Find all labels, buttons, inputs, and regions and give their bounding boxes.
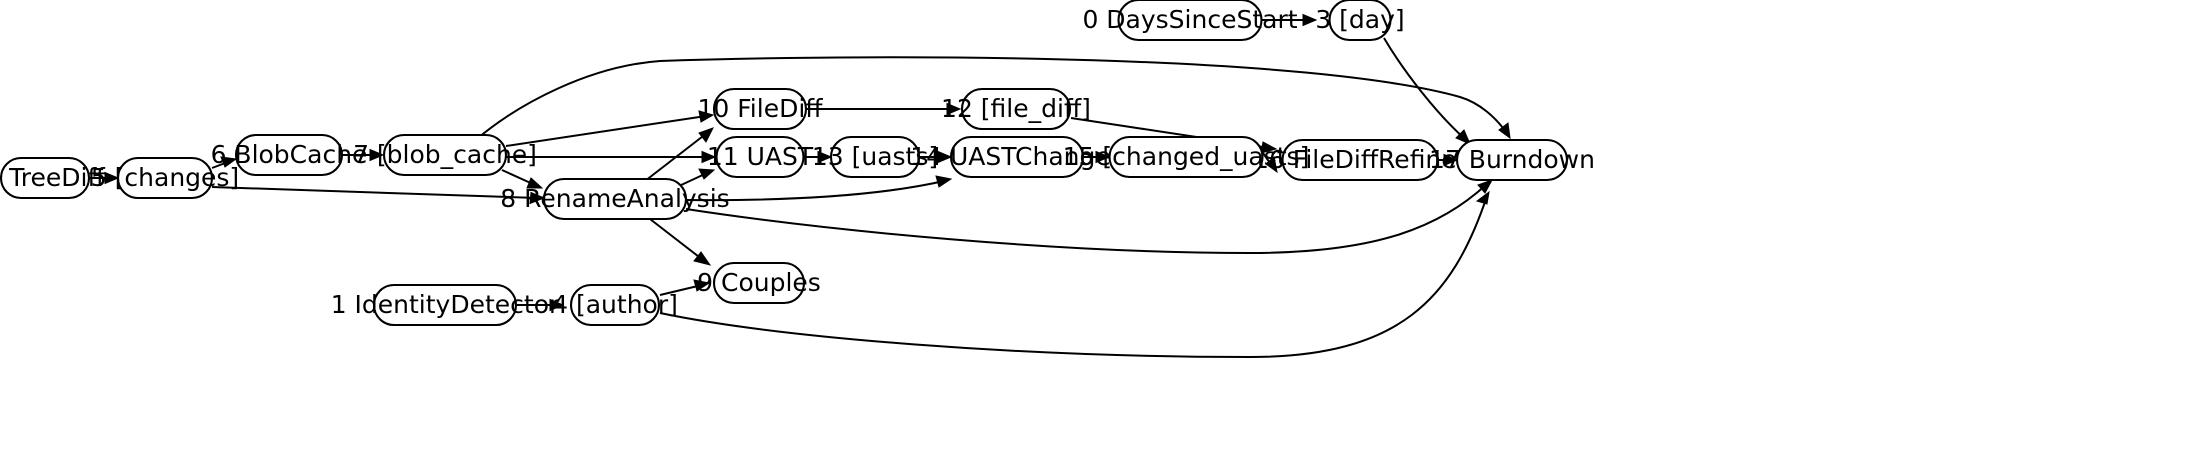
node-10-filediff[interactable]: 10 FileDiff (697, 87, 823, 131)
node-label: 11 UAST (707, 142, 814, 171)
node-17-burndown[interactable]: 17 Burndown (1429, 138, 1595, 182)
node-label: 14 UASTChanges (910, 142, 1124, 171)
node-0-dayssincestart[interactable]: 0 DaysSinceStart (1082, 0, 1298, 42)
node-label: 13 [uasts] (812, 142, 938, 171)
edge-0-to-3 (1261, 13, 1318, 27)
node-label: 0 DaysSinceStart (1082, 5, 1297, 34)
node-label: 10 FileDiff (697, 94, 823, 123)
node-label: 1 IdentityDetector (331, 290, 560, 319)
node-label: 17 Burndown (1429, 145, 1595, 174)
node-label: 3 [day] (1315, 5, 1404, 34)
node-7-blob-cache[interactable]: 7 [blob_cache] (353, 133, 537, 177)
edge-16-to-17 (1438, 153, 1459, 167)
node-1-identitydetector[interactable]: 1 IdentityDetector (331, 283, 560, 327)
nodes-layer: 0 DaysSinceStart 3 [day] 10 FileDiff 12 … (0, 0, 1595, 327)
node-label: 8 RenameAnalysis (500, 184, 729, 213)
edge-8-to-17 (685, 179, 1494, 255)
edge-7-to-10 (505, 110, 715, 147)
edge-15-to-16 (1262, 152, 1278, 174)
edge-8-to-10 (644, 127, 715, 182)
edge-11-to-13 (804, 150, 833, 164)
node-14-uastchanges[interactable]: 14 UASTChanges (910, 135, 1124, 179)
edge-10-to-12 (807, 102, 962, 116)
node-6-blobcache[interactable]: 6 BlobCache (211, 133, 368, 177)
edge-7-to-17 (477, 56, 1511, 140)
node-label: 5 [changes] (91, 163, 239, 192)
node-2-treediff[interactable]: 2 TreeDiff (0, 156, 105, 200)
edge-6-to-7 (342, 148, 385, 162)
node-label: 15 [changed_uasts] (1063, 142, 1310, 171)
node-5-changes[interactable]: 5 [changes] (91, 156, 239, 200)
edge-7-to-11 (506, 150, 717, 164)
edge-4-to-17 (659, 190, 1490, 359)
node-16-filediffrefiner[interactable]: 16 FileDiffRefiner (1253, 138, 1468, 182)
edge-2-to-5 (88, 171, 120, 185)
edge-7-to-8 (501, 169, 544, 189)
node-8-renameanalysis[interactable]: 8 RenameAnalysis (500, 177, 730, 221)
node-3-day[interactable]: 3 [day] (1315, 0, 1405, 42)
edge-8-to-14 (685, 175, 953, 202)
edge-1-to-4 (517, 298, 565, 312)
node-label: 16 FileDiffRefiner (1253, 145, 1468, 174)
edge-8-to-9 (649, 218, 712, 266)
node-label: 6 BlobCache (211, 140, 368, 169)
node-11-uast[interactable]: 11 UAST (707, 135, 814, 179)
edge-13-to-14 (920, 150, 953, 164)
edge-5-to-8 (211, 186, 546, 205)
edge-3-to-17 (1383, 37, 1471, 145)
node-12-file-diff[interactable]: 12 [file_diff] (941, 87, 1091, 131)
node-label: 12 [file_diff] (941, 94, 1091, 123)
edge-14-to-15 (1084, 150, 1111, 164)
node-4-author[interactable]: 4 [author] (552, 283, 678, 327)
node-13-uasts[interactable]: 13 [uasts] (812, 135, 938, 179)
node-label: 7 [blob_cache] (353, 140, 537, 169)
node-label: 9 Couples (697, 268, 821, 297)
edge-5-to-6 (211, 156, 238, 169)
edge-4-to-9 (659, 279, 711, 296)
edges-layer (88, 13, 1511, 359)
node-label: 2 TreeDiff (0, 163, 105, 192)
node-15-changed-uasts[interactable]: 15 [changed_uasts] (1063, 135, 1310, 179)
node-9-couples[interactable]: 9 Couples (697, 261, 821, 305)
node-label: 4 [author] (552, 290, 678, 319)
edge-8-to-11 (678, 168, 716, 187)
